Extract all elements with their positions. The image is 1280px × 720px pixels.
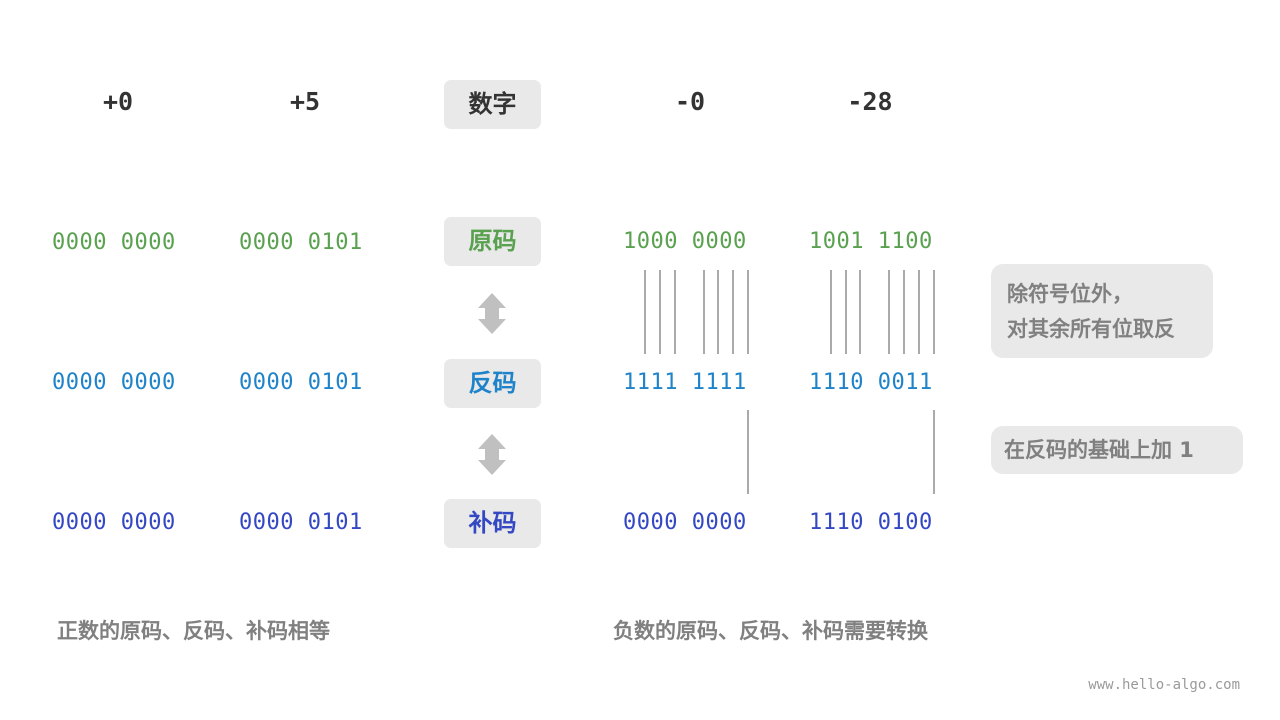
add-one-note-text: 在反码的基础上加 1: [1004, 438, 1194, 462]
double-arrow-icon: [478, 434, 506, 475]
neg-28-ones-complement: 1110 0011: [809, 370, 933, 395]
invert-note-line2: 对其余所有位取反: [1007, 317, 1175, 341]
double-arrow-icon: [478, 293, 506, 334]
caption-positive: 正数的原码、反码、补码相等: [57, 619, 330, 643]
invert-note: 除符号位外， 对其余所有位取反: [991, 264, 1213, 358]
watermark: www.hello-algo.com: [1088, 677, 1240, 693]
neg-zero-twos-complement: 0000 0000: [623, 510, 747, 535]
label-sign-magnitude: 原码: [444, 217, 541, 266]
header-neg-28: -28: [847, 87, 893, 116]
header-pos-zero: +0: [102, 87, 134, 116]
label-ones-complement: 反码: [444, 359, 541, 408]
invert-note-line1: 除符号位外，: [1007, 282, 1133, 306]
pos-zero-twos-complement: 0000 0000: [52, 510, 176, 535]
label-number: 数字: [444, 80, 541, 129]
caption-negative: 负数的原码、反码、补码需要转换: [613, 619, 928, 643]
neg-zero-ones-complement: 1111 1111: [623, 370, 747, 395]
add-one-note: 在反码的基础上加 1: [991, 426, 1243, 474]
header-pos-five: +5: [289, 87, 321, 116]
pos-zero-sign-magnitude: 0000 0000: [52, 230, 176, 255]
label-twos-complement: 补码: [444, 499, 541, 548]
neg-28-twos-complement: 1110 0100: [809, 510, 933, 535]
neg-zero-sign-magnitude: 1000 0000: [623, 229, 747, 254]
neg-28-sign-magnitude: 1001 1100: [809, 229, 933, 254]
header-neg-zero: -0: [674, 87, 706, 116]
pos-five-ones-complement: 0000 0101: [239, 370, 363, 395]
pos-five-twos-complement: 0000 0101: [239, 510, 363, 535]
pos-five-sign-magnitude: 0000 0101: [239, 230, 363, 255]
pos-zero-ones-complement: 0000 0000: [52, 370, 176, 395]
